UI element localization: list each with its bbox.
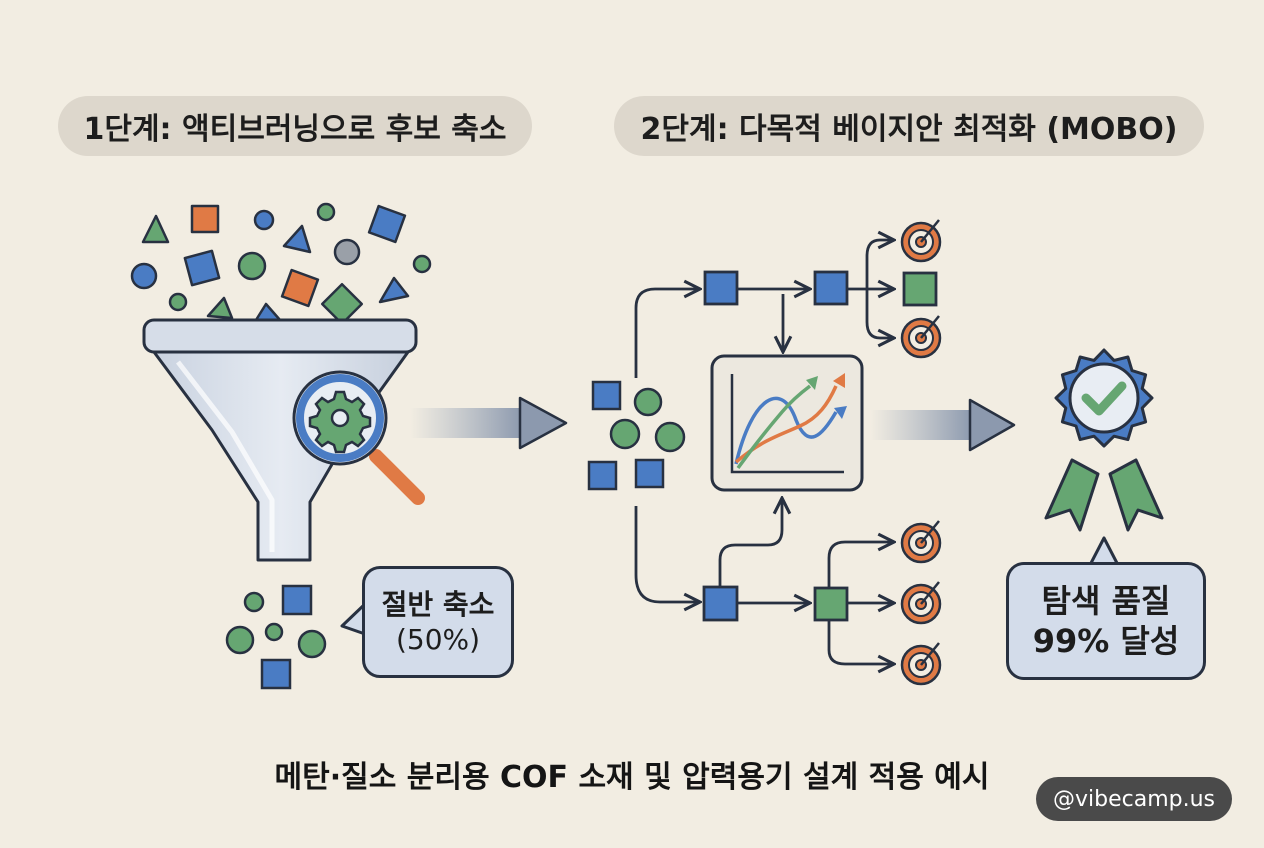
caption: 메탄·질소 분리용 COF 소재 및 압력용기 설계 적용 예시 [274,760,990,795]
mobo-input-candidates [587,380,686,491]
flow-connectors [634,240,892,664]
target-icons [900,219,942,686]
target-icon [900,315,942,359]
stage2-pill: 2단계: 다목적 베이지안 최적화 (MOBO) [614,96,1204,156]
stage1-pill: 1단계: 액티브러닝으로 후보 축소 [58,96,532,156]
checkmark-icon [1081,381,1127,416]
big-arrow-2 [870,398,1016,452]
target-icon [900,219,942,263]
target-icon [900,581,942,625]
target-icon [900,642,942,686]
reduction-callout: 절반 축소 (50%) [362,566,514,678]
gear-icon [308,390,372,454]
reduction-line2: (50%) [395,623,481,656]
candidate-shapes [130,202,432,326]
callout1-pointer [340,602,367,636]
target-icon [900,520,942,564]
flow-nodes [702,270,938,622]
watermark-badge: @vibecamp.us [1036,777,1232,821]
stage2-label: 2단계: 다목적 베이지안 최적화 (MOBO) [640,112,1178,147]
quality-line2: 99% 달성 [1032,622,1180,660]
chart-icon [710,354,864,492]
big-arrow-1 [410,396,568,450]
callout2-pointer [1088,536,1120,566]
quality-line1: 탐색 품질 [1041,582,1171,620]
stage1-label: 1단계: 액티브러닝으로 후보 축소 [83,112,507,147]
magnifier-gear-icon [292,370,425,505]
reduction-line1: 절반 축소 [381,588,495,621]
award-badge-icon [1044,348,1164,532]
quality-callout: 탐색 품질 99% 달성 [1006,562,1206,680]
reduced-candidates [225,584,327,690]
